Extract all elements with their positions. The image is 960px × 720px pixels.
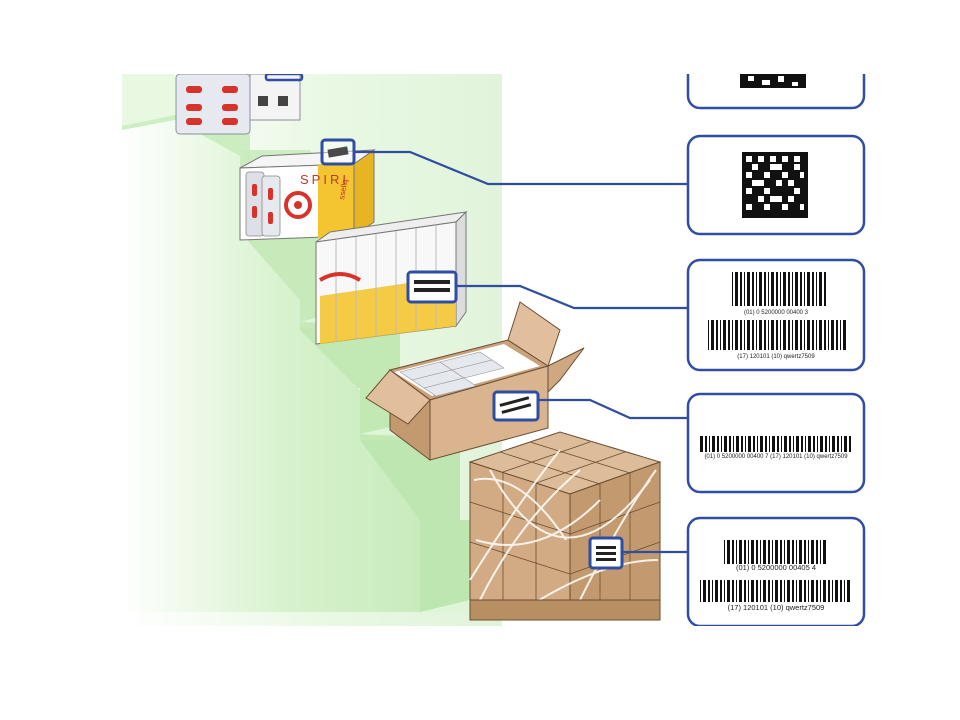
bundle-pack (315, 210, 468, 345)
barcode-text-1: (01) 0 5200000 00400 3 (744, 310, 809, 316)
barcode-text-1: (01) 0 5200000 00405 4 (736, 563, 816, 572)
barcode-text: (01) 0 5200000 00400 7 (17) 120101 (10) … (704, 454, 848, 460)
label-panels: (01) 0 5200000 00400 3 (17) 120101 (10) … (686, 48, 866, 628)
datamatrix-code (742, 152, 808, 218)
brand-subtext: ssellq (337, 179, 349, 201)
barcode-bars (700, 436, 851, 452)
barcode-text-2: (17) 120101 (10) qwertz7509 (737, 354, 815, 360)
barcode-bars-1 (724, 540, 826, 564)
label-panel-datamatrix (686, 134, 866, 236)
label-panel-pallet: (01) 0 5200000 00405 4 (17) 120101 (10) … (686, 516, 866, 628)
barcode-bars-2 (700, 580, 850, 602)
connector-lines (354, 150, 688, 554)
blister-packs (175, 72, 304, 135)
barcode-bars-2 (708, 320, 846, 350)
pallet (468, 431, 662, 621)
label-panel-bundle: (01) 0 5200000 00400 3 (17) 120101 (10) … (686, 258, 866, 372)
shipping-case (365, 301, 585, 461)
barcode-bars-1 (732, 272, 826, 306)
barcode-text-2: (17) 120101 (10) qwertz7509 (728, 603, 825, 612)
label-panel-case: (01) 0 5200000 00400 7 (17) 120101 (10) … (686, 392, 866, 494)
brand-text: SPIRI (300, 172, 349, 187)
